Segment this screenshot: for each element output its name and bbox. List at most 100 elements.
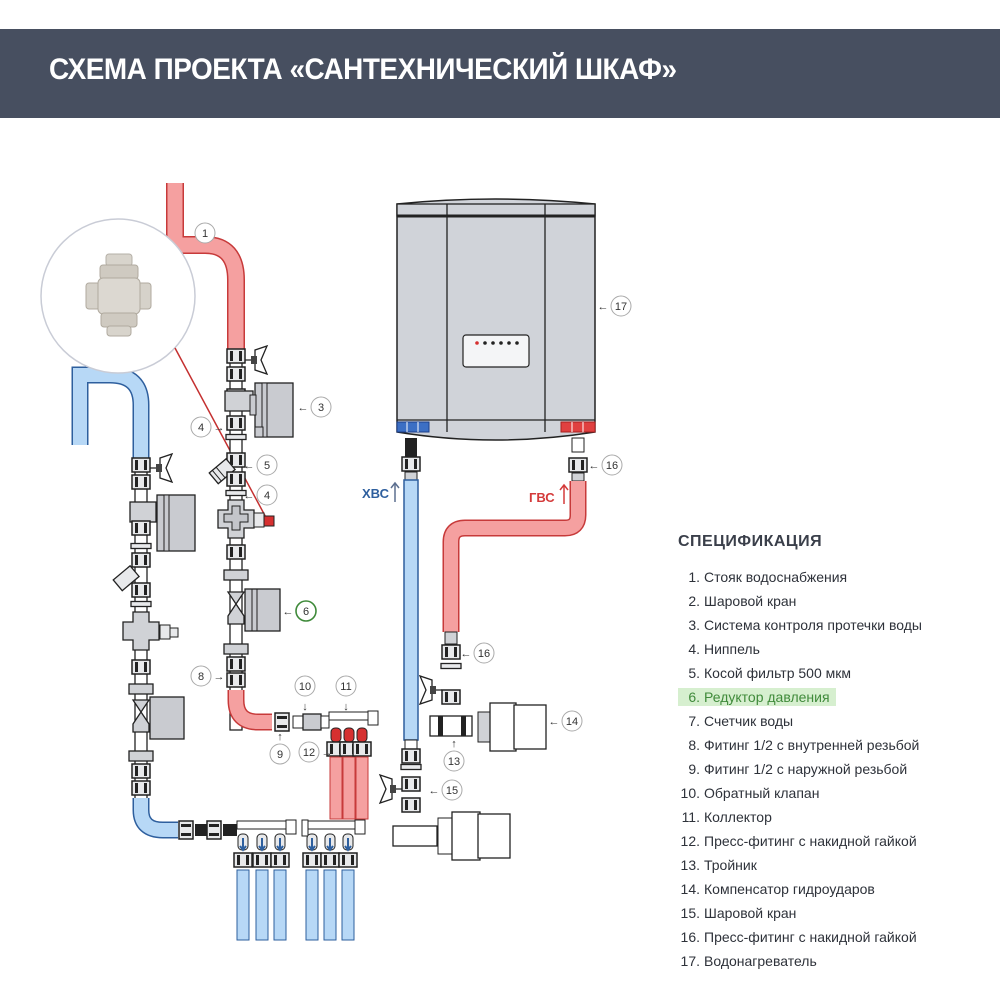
callout-number: 11	[340, 681, 351, 693]
callout-13: 13 ↑	[443, 738, 465, 772]
spec-item-wrap: 1.Стояк водоснабжения	[678, 569, 847, 585]
spec-item-number: 14.	[680, 881, 700, 897]
spec-item-label: Фитинг 1/2 с наружной резьбой	[704, 761, 908, 777]
spec-item-number: 8.	[688, 737, 700, 753]
callout-number: 16	[606, 460, 618, 472]
hot-line-fittings	[208, 345, 294, 731]
spec-item-wrap: 6.Редуктор давления	[678, 688, 836, 706]
spec-item-number: 11.	[681, 809, 700, 825]
spec-item-label: Коллектор	[704, 809, 772, 825]
callout-11: 11 ↓	[335, 675, 357, 713]
callout-10: 10↓	[294, 675, 316, 713]
callout-4: 4←	[244, 484, 278, 506]
spec-item-wrap: 2.Шаровой кран	[678, 593, 796, 609]
inset-pointer-line	[174, 347, 271, 526]
indicator-light	[507, 341, 511, 345]
spec-item-wrap: 13.Тройник	[678, 857, 757, 873]
heater-hot-outlet	[419, 437, 588, 752]
indicator-light	[491, 341, 495, 345]
check-valve	[302, 713, 322, 731]
spec-item-wrap: 16.Пресс-фитинг с накидной гайкой	[678, 929, 917, 945]
spec-item-label: Пресс-фитинг с накидной гайкой	[704, 929, 917, 945]
callout-number: 3	[318, 402, 324, 414]
callout-12: 12 →	[298, 741, 333, 763]
spec-item: 3.Система контроля протечки воды	[678, 615, 998, 639]
callout-arrow-icon: ↓	[343, 701, 349, 713]
cold-manifold-outlets	[233, 833, 358, 941]
spec-item: 11.Коллектор	[678, 807, 998, 831]
callout-9: 9↑	[269, 731, 291, 765]
callout-circle	[295, 600, 317, 622]
callout-circle	[298, 741, 320, 763]
cold-flow-label: ХВС	[362, 486, 390, 501]
indicator-light	[483, 341, 487, 345]
callout-number: 14	[566, 716, 578, 728]
leak-control-actuator	[249, 382, 294, 438]
spec-item: 1.Стояк водоснабжения	[678, 567, 998, 591]
spec-item: 13.Тройник	[678, 855, 998, 879]
spec-item-wrap: 14.Компенсатор гидроударов	[678, 881, 875, 897]
spec-list: 1.Стояк водоснабжения 2.Шаровой кран 3.Сис…	[678, 567, 998, 975]
spec-item-number: 5.	[688, 665, 700, 681]
cold-outlet	[233, 833, 253, 941]
spec-item: 15.Шаровой кран	[678, 903, 998, 927]
hot-outlet-connector	[560, 421, 596, 433]
hot-flow-label: ГВС	[529, 490, 555, 505]
spec-item-label: Стояк водоснабжения	[704, 569, 848, 585]
callout-arrow-icon: ↓	[302, 701, 308, 713]
callouts: 13←4→5←4←6←8→9↑10↓11↓12→13↑14←15←16←16←1…	[190, 222, 632, 801]
callout-number: 16	[478, 648, 490, 660]
callout-number: 17	[615, 301, 627, 313]
callout-8: 8→	[190, 665, 225, 687]
callout-arrow-icon: ←	[244, 460, 255, 472]
callout-number: 6	[303, 606, 309, 618]
heater-control-panel	[462, 334, 530, 368]
spec-item: 8.Фитинг 1/2 с внутренней резьбой	[678, 735, 998, 759]
spec-item-label: Счетчик воды	[704, 713, 794, 729]
callout-arrow-icon: ↑	[277, 731, 283, 743]
callout-5: 5←	[244, 454, 278, 476]
spec-item-wrap: 17.Водонагреватель	[678, 953, 817, 969]
water-heater	[396, 198, 596, 441]
callout-arrow-icon: ←	[549, 716, 560, 728]
callout-arrow-icon: ←	[589, 460, 600, 472]
cold-outlet	[320, 833, 340, 941]
spec-item-label: Ниппель	[704, 641, 760, 657]
spec-item: 17.Водонагреватель	[678, 951, 998, 975]
callout-circle	[473, 642, 495, 664]
callout-number: 12	[303, 747, 315, 759]
callout-17: 17←	[598, 295, 632, 317]
callout-circle	[310, 396, 332, 418]
callout-circle	[190, 665, 212, 687]
heater-indicator-lights	[475, 341, 519, 345]
spec-item-label: Компенсатор гидроударов	[704, 881, 875, 897]
indicator-light-active	[475, 341, 479, 345]
cold-inlet-connector	[396, 421, 430, 433]
callout-number: 9	[277, 749, 283, 761]
reducer-photo-inset	[40, 218, 196, 374]
spec-item-wrap: 8.Фитинг 1/2 с внутренней резьбой	[678, 737, 919, 753]
callout-circle	[601, 454, 623, 476]
callout-circle	[194, 222, 216, 244]
leak-control-valve-body	[224, 390, 254, 412]
callout-arrow-icon: ↑	[451, 738, 457, 750]
specification-panel: СПЕЦИФИКАЦИЯ 1.Стояк водоснабжения 2.Шаро…	[678, 533, 998, 975]
spec-item-label: Система контроля протечки воды	[704, 617, 922, 633]
callout-circle	[294, 675, 316, 697]
callout-number: 5	[264, 460, 270, 472]
callout-arrow-icon: →	[322, 747, 333, 759]
callout-6: 6←	[283, 600, 317, 622]
cold-line-fittings	[112, 453, 196, 801]
page-title: СХЕМА ПРОЕКТА «САНТЕХНИЧЕСКИЙ ШКАФ»	[49, 53, 677, 86]
callout-arrow-icon: ←	[429, 785, 440, 797]
callout-1: 1	[194, 222, 216, 244]
spec-title: СПЕЦИФИКАЦИЯ	[678, 533, 823, 550]
callout-number: 13	[448, 756, 460, 768]
spec-item-wrap: 11.Коллектор	[678, 809, 772, 825]
callout-3: 3←	[298, 396, 332, 418]
spec-item-wrap: 3.Система контроля протечки воды	[678, 617, 922, 633]
spec-item-label: Косой фильтр 500 мкм	[704, 665, 852, 681]
spec-item-label: Обратный клапан	[704, 785, 820, 801]
spec-item-number: 1.	[688, 569, 700, 585]
